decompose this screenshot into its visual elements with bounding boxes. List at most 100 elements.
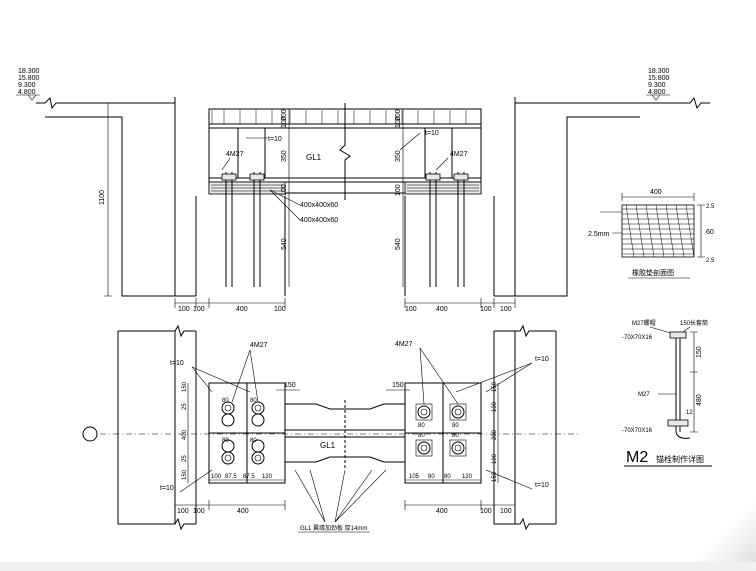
plan-stiff-right: t=10 [535,356,549,363]
detail-title-prefix: M2 [626,449,648,466]
vdim-r-1: 100 [395,116,402,128]
sleeve-label: 150长套筒 [680,319,708,327]
beam-label-elev: GL1 [306,153,322,162]
lrd-1: 87.5 [225,474,237,480]
level-1-right: 18.300 [648,68,670,75]
lsd-3: 25 [182,455,188,462]
detail-title-suffix: 锚栓制作详图 [656,454,704,464]
plan-bolt-left: 4M27 [250,342,268,349]
plan-stiff-left: t=10 [170,360,184,367]
dim-1100-text: 1100 [99,190,106,205]
bolt-sp-r0: 80 [418,423,425,429]
pbd-r-0: 400 [436,508,448,515]
stiffener-tag-right: t=10 [425,130,439,137]
plan-side-dims: 150 25 400 25 150 150 100 200 100 150 [182,381,499,483]
plan-tags: t=10 4M27 t=10 t=10 4M27 t=10 [160,341,549,493]
bolt-sp-2: 80 [222,438,229,444]
pad-width-dim: 400 [650,189,662,196]
dim-150-right: 150 [392,382,404,389]
elev-bottom-dims: 100 100 400 100 100 400 100 100 [174,298,516,313]
pbd-l-1: 100 [193,508,205,515]
beam-label-plan: GL1 [320,441,336,450]
pad-dim-top: 2.5 [706,204,715,210]
hook-dim: 12 [686,410,693,416]
anchor-dim-480: 480 [696,394,703,406]
rsd-2: 200 [492,429,498,440]
level-1-left: 18.300 [18,68,40,75]
lsd-1: 25 [182,403,188,410]
plan-150-dims: 150 150 [276,382,410,391]
edim-l-0: 100 [178,306,190,313]
bolt-sp-r1: 80 [452,423,459,429]
vdim-l-2: 350 [281,150,288,162]
plan-view: GL1 80 80 80 80 80 80 [82,324,580,533]
lrd-0: 100 [211,474,222,480]
rsd-0: 150 [492,381,498,392]
anchor-bolts-elev [221,172,469,287]
vdim-l-3: 100 [281,184,288,196]
bolt-sp-0: 80 [222,398,229,404]
pad-dim-bot: 2.5 [706,258,715,264]
edim-r-0: 100 [405,306,417,313]
plan-bstiff-left: t=10 [160,485,174,492]
vdim-r-0: 200 [395,109,402,121]
pad-caption: 橡胶垫剖面图 [632,268,674,277]
rrd-3: 120 [462,474,473,480]
nut-label: M27螺帽 [632,319,656,327]
lrd-2: 87.5 [243,474,255,480]
pbd-r-1: 100 [480,508,492,515]
edim-r-3: 100 [500,306,512,313]
pad-left-label: 2.5mm [588,231,610,238]
anchor-bolt-detail: M27螺帽 150长套筒 -70X70X16 M27 -70X70X16 150… [622,319,712,467]
edim-r-1: 400 [436,306,448,313]
lrd-3: 120 [262,474,273,480]
edim-r-2: 100 [480,306,492,313]
edim-l-1: 100 [193,306,205,313]
rubber-pad-section: 400 2.5 60 2.5 2.5mm 橡胶垫剖面图 [588,189,715,279]
anchor-dim-150: 150 [696,346,703,358]
level-4-left: 4.800 [18,89,36,96]
axis-bubble [82,426,98,442]
rsd-4: 150 [492,471,498,482]
level-marks-right: 18.300 15.800 9.300 4.800 [646,68,670,101]
pbd-l-2: 400 [237,508,249,515]
vdim-r-3: 100 [395,184,402,196]
vdim-l-4: 540 [281,238,288,250]
bolt-label: M27 [638,392,650,398]
bolt-tag-left: 4M27 [226,151,244,158]
bolt-tag-right: 4M27 [450,151,468,158]
elev-vert-dims: 200 100 350 100 540 200 100 350 100 540 [281,109,404,287]
level-2-left: 15.800 [18,75,40,82]
vdim-r-2: 350 [395,150,402,162]
rrd-0: 105 [409,474,420,480]
rsd-1: 100 [492,401,498,412]
plate-tag-2: 400x400x60 [300,217,338,224]
rsd-3: 100 [492,453,498,464]
lsd-2: 400 [182,429,188,440]
level-2-right: 15.800 [648,75,670,82]
edim-l-3: 100 [274,306,286,313]
plan-bolt-spacing: 80 80 80 80 80 80 80 80 [222,398,459,444]
vdim-l-0: 200 [281,109,288,121]
plan-bolt-right: 4M27 [395,341,413,348]
plan-bolts-right [415,403,467,457]
rrd-2: 80 [444,474,451,480]
pbd-l-0: 100 [177,508,189,515]
pbd-r-2: 100 [500,508,512,515]
bolt-sp-r2: 80 [418,433,425,439]
plan-bolts-left [221,401,265,465]
plate-tag-1: 400x400x60 [300,202,338,209]
vdim-r-4: 540 [395,238,402,250]
page-curl-shadow [686,502,756,562]
dim-150-left: 150 [284,382,296,389]
plan-bstiff-right: t=10 [535,482,549,489]
vdim-l-1: 100 [281,116,288,128]
bolt-sp-r3: 80 [452,433,459,439]
washer-bottom-label: -70X70X16 [622,428,653,434]
level-4-right: 4.800 [648,89,666,96]
plan-bottom-dims: 100 100 400 400 100 100 [174,500,516,515]
washer-top-label: -70X70X16 [622,335,653,341]
lsd-0: 150 [182,381,188,392]
plan-row-dims: 100 87.5 87.5 120 105 80 80 120 [209,474,481,481]
